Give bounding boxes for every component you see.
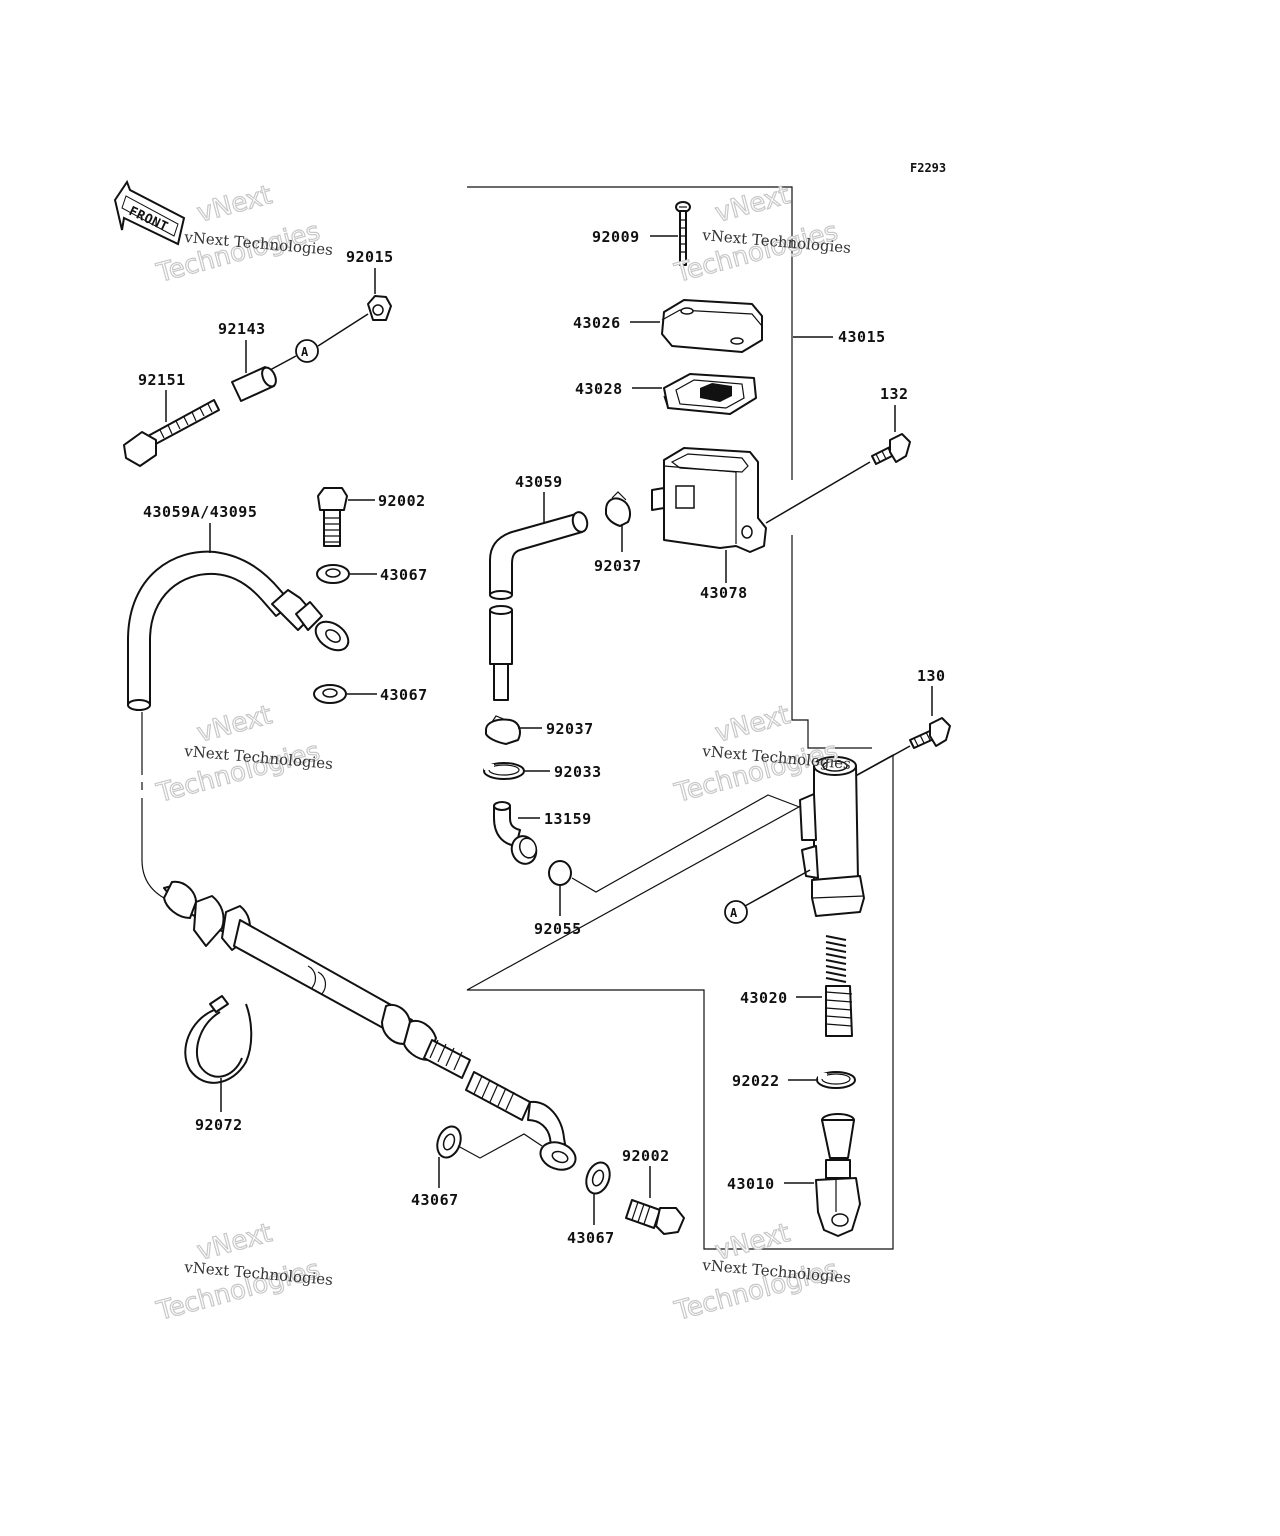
bolt-92151 xyxy=(123,399,220,467)
leader-a-left xyxy=(317,313,369,347)
label-43078: 43078 xyxy=(700,584,748,602)
leader-a-collar xyxy=(269,355,297,371)
clamp-92037-lower xyxy=(485,715,521,745)
bolt-130 xyxy=(909,717,951,749)
clamp-92037-upper xyxy=(605,491,631,527)
label-92009: 92009 xyxy=(592,228,640,246)
assembly-outline xyxy=(466,186,894,1250)
connector-43067-c xyxy=(457,1133,543,1159)
diaphragm-43028 xyxy=(663,373,757,415)
banjo-bolt-92002-upper xyxy=(317,487,348,547)
label-130: 130 xyxy=(917,667,946,685)
label-43067-b: 43067 xyxy=(380,686,428,704)
svg-text:vNext: vNext xyxy=(194,180,275,229)
nut-92015 xyxy=(367,295,392,321)
label-13159: 13159 xyxy=(544,810,592,828)
label-92015: 92015 xyxy=(346,248,394,266)
brake-hose-43059a xyxy=(127,550,577,1171)
piston-spring-43020 xyxy=(825,935,853,1037)
label-132: 132 xyxy=(880,385,909,403)
front-arrow-icon: FRONT xyxy=(113,179,186,246)
label-43059a: 43059A/43095 xyxy=(143,503,257,521)
svg-text:vNext: vNext xyxy=(712,700,793,749)
leader-132-to-body xyxy=(765,461,871,524)
ref-marker-a-right: A xyxy=(724,900,748,924)
label-43028: 43028 xyxy=(575,380,623,398)
connector-o-ring-to-cylinder xyxy=(571,794,803,893)
circlip-92033 xyxy=(483,762,525,780)
label-43026: 43026 xyxy=(573,314,621,332)
leader-a-right xyxy=(744,869,811,907)
bolt-132 xyxy=(871,433,911,465)
label-43067-c: 43067 xyxy=(411,1191,459,1209)
watermark-bottom-right: vNext Technologies vNext Technologies xyxy=(670,1218,851,1328)
label-43059: 43059 xyxy=(515,473,563,491)
diagram-code: F2293 xyxy=(910,161,946,175)
label-92037-lower: 92037 xyxy=(546,720,594,738)
svg-text:A: A xyxy=(301,345,309,359)
label-92151: 92151 xyxy=(138,371,186,389)
svg-text:A: A xyxy=(730,906,738,920)
watermark-top-right: vNext Technologies vNext Technologies xyxy=(670,180,851,290)
banjo-bolt-92002-lower xyxy=(625,1199,685,1235)
push-rod-43010 xyxy=(815,1113,861,1237)
washer-43067-a xyxy=(316,564,350,584)
label-92055: 92055 xyxy=(534,920,582,938)
label-92072: 92072 xyxy=(195,1116,243,1134)
washer-43067-b xyxy=(313,684,347,704)
cap-43026 xyxy=(661,299,763,353)
label-92037-upper: 92037 xyxy=(594,557,642,575)
fitting-13159 xyxy=(493,801,538,865)
washer-43067-d xyxy=(585,1161,611,1195)
clamp-92072 xyxy=(184,995,253,1084)
collar-92143 xyxy=(231,366,277,402)
ref-marker-a-left: A xyxy=(295,339,319,363)
master-cylinder xyxy=(799,756,865,917)
label-43067-d: 43067 xyxy=(567,1229,615,1247)
leader-130-to-cylinder xyxy=(851,745,911,779)
hose-43059 xyxy=(489,511,589,701)
label-43015: 43015 xyxy=(838,328,886,346)
washer-43067-c xyxy=(436,1125,462,1159)
screw-92009 xyxy=(675,201,691,266)
label-43010: 43010 xyxy=(727,1175,775,1193)
watermark-mid-left: vNext Technologies vNext Technologies xyxy=(152,700,333,810)
label-92143: 92143 xyxy=(218,320,266,338)
o-ring-92055 xyxy=(548,860,572,886)
watermark-bottom-left: vNext Technologies vNext Technologies xyxy=(152,1218,333,1328)
label-92033: 92033 xyxy=(554,763,602,781)
reservoir-43078 xyxy=(651,447,767,553)
label-43067-a: 43067 xyxy=(380,566,428,584)
label-92022: 92022 xyxy=(732,1072,780,1090)
svg-text:vNext: vNext xyxy=(194,700,275,749)
label-92002-upper: 92002 xyxy=(378,492,426,510)
label-92002-lower: 92002 xyxy=(622,1147,670,1165)
label-43020: 43020 xyxy=(740,989,788,1007)
circlip-92022 xyxy=(816,1071,856,1089)
